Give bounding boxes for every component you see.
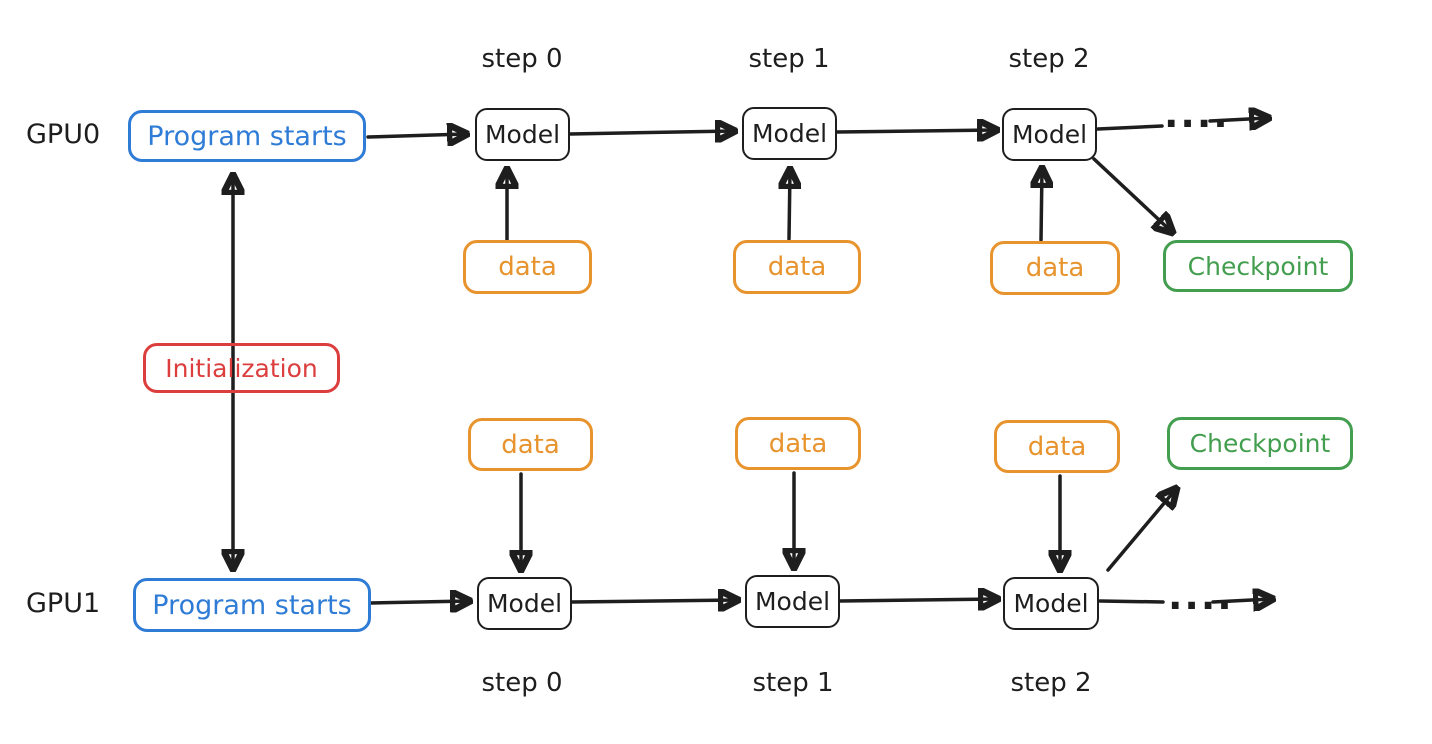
gpu0-ellipsis: .... (1164, 92, 1230, 136)
gpu0-model1-label: Model (751, 119, 828, 148)
gpu0-model1-box: Model (742, 107, 837, 160)
gpu0-step0-label: step 0 (481, 44, 563, 74)
arrow-gpu1-program-to-model0 (369, 601, 469, 603)
gpu1-model1-label: Model (754, 587, 831, 616)
arrow-gpu1-model0-to-model1 (570, 600, 737, 602)
gpu0-checkpoint-box: Checkpoint (1163, 240, 1353, 292)
arrow-gpu0-program-to-model0 (366, 134, 466, 137)
arrow-gpu0-model0-to-model1 (568, 131, 734, 134)
gpu1-model2-box: Model (1003, 577, 1099, 630)
arrow-gpu0-model2-to-checkpoint (1092, 157, 1172, 232)
gpu0-step1-label: step 1 (748, 44, 830, 74)
initialization-box: Initialization (143, 343, 340, 393)
gpu0-model2-box: Model (1002, 108, 1097, 161)
arrow-gpu0-data2-to-model2 (1041, 169, 1042, 242)
gpu1-step2-label: step 2 (1010, 668, 1092, 698)
gpu0-data1-label: data (767, 252, 827, 282)
gpu1-model1-box: Model (745, 575, 840, 628)
gpu1-ellipsis: .... (1168, 574, 1234, 618)
gpu0-program-starts-box: Program starts (128, 110, 366, 162)
line-gpu0-after-model2 (1096, 124, 1164, 131)
gpu1-data0-box: data (468, 418, 593, 471)
gpu1-checkpoint-box: Checkpoint (1167, 417, 1353, 470)
arrow-gpu0-model1-to-model2 (835, 130, 996, 132)
gpu0-data2-label: data (1025, 253, 1085, 283)
gpu0-model0-box: Model (475, 108, 570, 161)
gpu1-program-starts-box: Program starts (133, 578, 371, 632)
gpu1-program-starts-label: Program starts (152, 589, 352, 621)
initialization-label: Initialization (165, 353, 318, 383)
gpu0-data1-box: data (733, 240, 861, 294)
gpu1-checkpoint-label: Checkpoint (1189, 429, 1331, 458)
gpu1-step0-label: step 0 (481, 668, 563, 698)
arrow-gpu1-model2-to-checkpoint (1106, 489, 1176, 572)
gpu1-data1-box: data (735, 417, 861, 470)
arrow-gpu0-continue (1208, 118, 1268, 121)
gpu1-data2-box: data (994, 420, 1120, 473)
gpu0-step2-label: step 2 (1008, 44, 1090, 74)
gpu0-checkpoint-label: Checkpoint (1187, 251, 1329, 281)
gpu0-model2-label: Model (1011, 120, 1088, 149)
gpu1-model0-box: Model (477, 577, 572, 630)
gpu0-model0-label: Model (484, 120, 561, 149)
gpu1-data1-label: data (768, 428, 828, 459)
gpu1-label: GPU1 (26, 588, 101, 619)
gpu1-model2-label: Model (1013, 589, 1089, 618)
arrow-gpu1-continue (1211, 599, 1272, 602)
line-gpu1-after-model2 (1098, 599, 1165, 604)
arrow-gpu0-data1-to-model1 (789, 170, 790, 241)
gpu0-data2-box: data (990, 241, 1120, 295)
gpu1-data0-label: data (501, 429, 560, 460)
gpu1-data2-label: data (1027, 431, 1087, 462)
gpu1-step1-label: step 1 (752, 668, 834, 698)
gpu0-program-starts-label: Program starts (147, 120, 347, 152)
arrow-gpu1-model1-to-model2 (838, 599, 997, 601)
gpu0-data0-label: data (498, 252, 557, 282)
gpu0-data0-box: data (463, 240, 592, 294)
gpu0-label: GPU0 (26, 119, 101, 150)
gpu1-model0-label: Model (486, 589, 563, 618)
